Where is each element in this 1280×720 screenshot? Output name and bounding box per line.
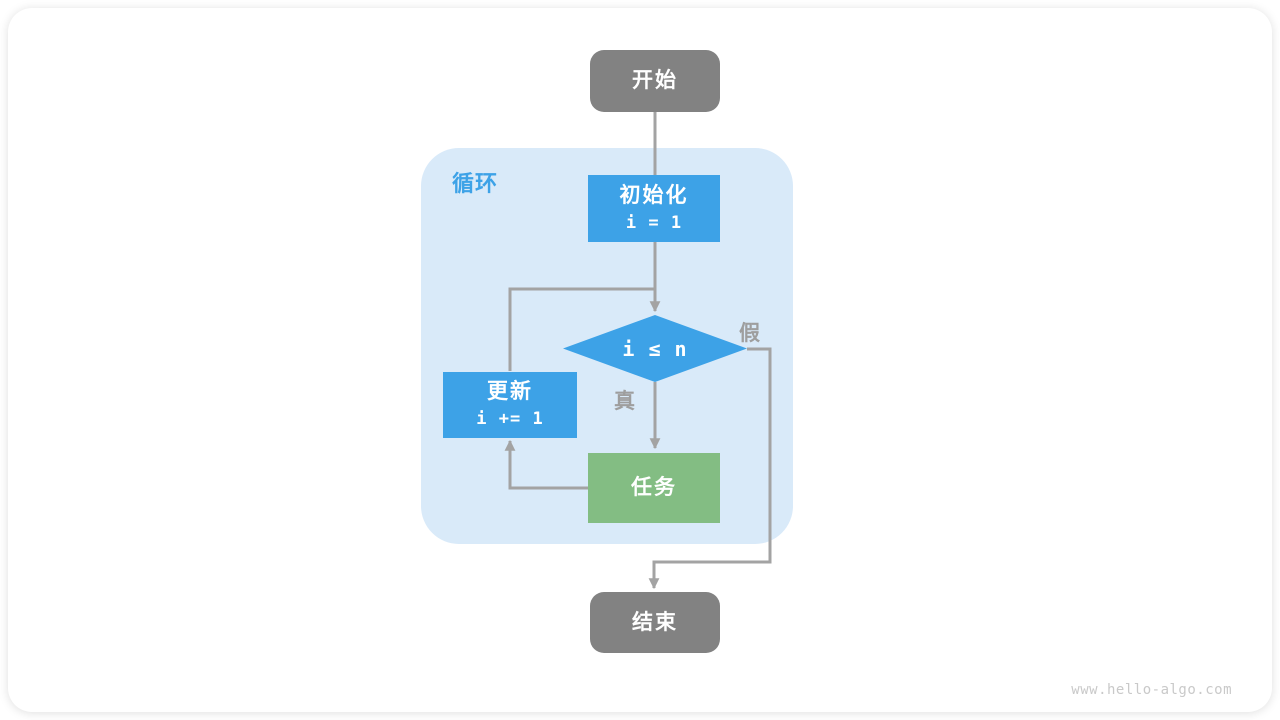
update-node-title: 更新 [487, 380, 533, 403]
start-node-label: 开始 [632, 69, 678, 92]
update-node: 更新 i += 1 [443, 372, 577, 438]
loop-container-label: 循环 [452, 171, 499, 196]
update-node-code: i += 1 [476, 409, 544, 429]
end-node-label: 结束 [632, 610, 678, 634]
init-node-title: 初始化 [619, 183, 689, 207]
init-node-code: i = 1 [625, 212, 683, 233]
connector-condition-to-end [648, 347, 772, 590]
connector-update-to-merge [508, 287, 655, 371]
task-node-label: 任务 [631, 476, 677, 499]
init-node: 初始化 i = 1 [588, 175, 720, 242]
connector-task-to-update [504, 439, 588, 490]
end-node: 结束 [590, 592, 720, 653]
branch-false-label: 假 [739, 322, 760, 345]
branch-true-label: 真 [614, 390, 635, 413]
condition-code: i ≤ n [622, 336, 688, 361]
watermark: www.hello-algo.com [1071, 682, 1232, 698]
start-node: 开始 [590, 50, 720, 112]
task-node: 任务 [588, 453, 720, 523]
